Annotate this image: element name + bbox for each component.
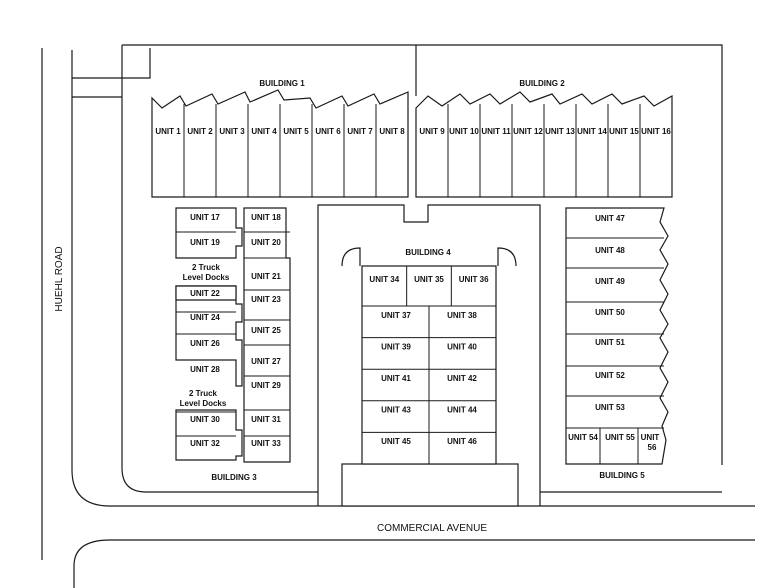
- unit-35-label: UNIT 35: [414, 275, 444, 284]
- unit-17-label: UNIT 17: [190, 213, 220, 222]
- unit-22-bay: [175, 285, 237, 301]
- unit-41-label: UNIT 41: [381, 374, 411, 383]
- unit-7-label: UNIT 7: [347, 127, 373, 136]
- unit-45-label: UNIT 45: [381, 437, 411, 446]
- unit-15-label: UNIT 15: [609, 127, 639, 136]
- unit-53-label: UNIT 53: [595, 403, 625, 412]
- unit-5-label: UNIT 5: [283, 127, 309, 136]
- corner-lot-line: [72, 48, 151, 79]
- building-4-left-canopy: [341, 247, 361, 267]
- truck-docks-1-line-1: 2 Truck: [192, 263, 221, 272]
- building-1-label: BUILDING 1: [259, 79, 305, 88]
- property-line-north-east: [122, 44, 723, 465]
- unit-1-label: UNIT 1: [155, 127, 181, 136]
- commercial-avenue-label: COMMERCIAL AVENUE: [377, 523, 487, 534]
- building-4-courtyard: [317, 204, 541, 492]
- unit-26-label: UNIT 26: [190, 339, 220, 348]
- unit-4-label: UNIT 4: [251, 127, 277, 136]
- unit-49-label: UNIT 49: [595, 277, 625, 286]
- unit-20-label: UNIT 20: [251, 238, 281, 247]
- unit-23-label: UNIT 23: [251, 295, 281, 304]
- unit-33-label: UNIT 33: [251, 439, 281, 448]
- truck-docks-2-line-1: 2 Truck: [189, 389, 218, 398]
- unit-25-label: UNIT 25: [251, 326, 281, 335]
- unit-10-label: UNIT 10: [449, 127, 479, 136]
- building-3-left-bottom: [175, 409, 243, 461]
- unit-56-label-line-1: UNIT: [641, 433, 660, 442]
- building-3-label: BUILDING 3: [211, 473, 257, 482]
- unit-11-label: UNIT 11: [481, 127, 511, 136]
- unit-22-label: UNIT 22: [190, 289, 220, 298]
- unit-32-label: UNIT 32: [190, 439, 220, 448]
- unit-44-label: UNIT 44: [447, 406, 477, 415]
- unit-9-label: UNIT 9: [419, 127, 445, 136]
- huehl-road-label: HUEHL ROAD: [54, 246, 65, 311]
- unit-29-label: UNIT 29: [251, 381, 281, 390]
- unit-3-label: UNIT 3: [219, 127, 245, 136]
- building-5-outline: [565, 207, 669, 465]
- property-line-west: [121, 45, 319, 506]
- unit-8-label: UNIT 8: [379, 127, 405, 136]
- unit-36-label: UNIT 36: [459, 275, 489, 284]
- unit-31-label: UNIT 31: [251, 415, 281, 424]
- building-4-units: UNIT 34 UNIT 35 UNIT 36 UNIT 37 UNIT 38 UNIT …: [362, 266, 496, 464]
- unit-30-label: UNIT 30: [190, 415, 220, 424]
- building-5-units: UNIT 47 UNIT 48 UNIT 49 UNIT 50 UNIT 51 UNIT …: [566, 214, 664, 464]
- unit-42-label: UNIT 42: [447, 374, 477, 383]
- truck-docks-1-line-2: Level Docks: [183, 273, 230, 282]
- unit-21-label: UNIT 21: [251, 272, 281, 281]
- commercial-avenue-south-curb: [73, 539, 755, 588]
- unit-18-label: UNIT 18: [251, 213, 281, 222]
- unit-6-label: UNIT 6: [315, 127, 341, 136]
- unit-13-label: UNIT 13: [545, 127, 575, 136]
- building-4-loading-pad: [341, 463, 519, 507]
- unit-52-label: UNIT 52: [595, 371, 625, 380]
- inner-road-curb: [71, 50, 755, 507]
- unit-50-label: UNIT 50: [595, 308, 625, 317]
- building-4-right-canopy: [497, 247, 517, 267]
- building-3-left-mid: [175, 285, 243, 387]
- unit-16-label: UNIT 16: [641, 127, 671, 136]
- unit-24-label: UNIT 24: [190, 313, 220, 322]
- building-1-dividers: [183, 104, 377, 197]
- unit-34-label: UNIT 34: [369, 275, 399, 284]
- unit-43-label: UNIT 43: [381, 406, 411, 415]
- unit-54-label: UNIT 54: [568, 433, 598, 442]
- unit-51-label: UNIT 51: [595, 338, 625, 347]
- unit-12-label: UNIT 12: [513, 127, 543, 136]
- building-3-left-top: [175, 207, 243, 259]
- unit-27-label: UNIT 27: [251, 357, 281, 366]
- unit-38-label: UNIT 38: [447, 311, 477, 320]
- unit-48-label: UNIT 48: [595, 246, 625, 255]
- building-3-units: UNIT 17 UNIT 19 UNIT 22 UNIT 24 UNIT 26 UNIT …: [176, 213, 290, 448]
- unit-56-label-line-2: 56: [648, 443, 657, 452]
- unit-19-label: UNIT 19: [190, 238, 220, 247]
- site-boundaries: [41, 44, 755, 588]
- truck-docks-2-line-2: Level Docks: [180, 399, 227, 408]
- unit-2-label: UNIT 2: [187, 127, 213, 136]
- building-1-unit-labels: UNIT 1 UNIT 2 UNIT 3 UNIT 4 UNIT 5 UNIT 6 UNIT…: [155, 127, 405, 136]
- unit-46-label: UNIT 46: [447, 437, 477, 446]
- unit-37-label: UNIT 37: [381, 311, 411, 320]
- building-2-label: BUILDING 2: [519, 79, 565, 88]
- unit-55-label: UNIT 55: [605, 433, 635, 442]
- building-5-label: BUILDING 5: [599, 471, 645, 480]
- unit-14-label: UNIT 14: [577, 127, 607, 136]
- building-4-label: BUILDING 4: [405, 248, 451, 257]
- unit-47-label: UNIT 47: [595, 214, 625, 223]
- unit-28-label: UNIT 28: [190, 365, 220, 374]
- unit-40-label: UNIT 40: [447, 342, 477, 351]
- unit-39-label: UNIT 39: [381, 342, 411, 351]
- building-2-dividers: [447, 104, 641, 197]
